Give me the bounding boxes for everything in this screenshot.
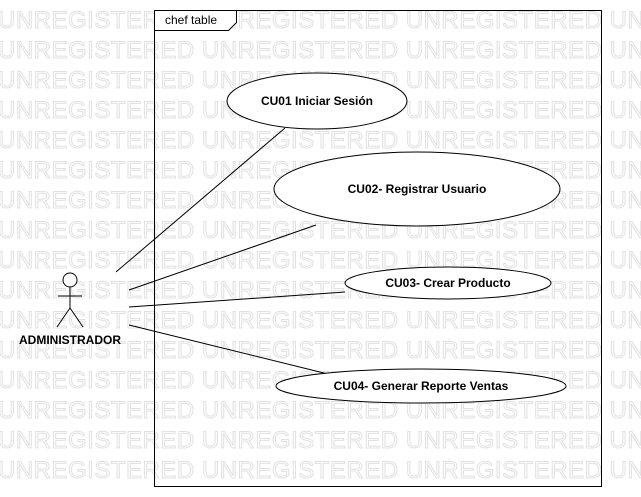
watermark-row: UNREGISTERED UNREGISTERED UNREGISTERED U… <box>0 457 641 484</box>
actor-head <box>62 272 78 288</box>
watermark-row: UNREGISTERED UNREGISTERED UNREGISTERED U… <box>0 217 641 244</box>
watermark-row: UNREGISTERED UNREGISTERED UNREGISTERED U… <box>0 247 641 274</box>
watermark-row: UNREGISTERED UNREGISTERED UNREGISTERED U… <box>0 307 641 334</box>
use-case-ellipse[interactable] <box>273 151 561 227</box>
watermark-row: UNREGISTERED UNREGISTERED UNREGISTERED U… <box>0 127 641 154</box>
actor-administrador[interactable]: ADMINISTRADOR <box>19 272 121 347</box>
use-case-ellipse[interactable] <box>275 368 567 404</box>
use-case-label: CU03- Crear Producto <box>385 276 510 290</box>
use-case-cu04[interactable]: CU04- Generar Reporte Ventas <box>275 368 567 404</box>
actor-name: ADMINISTRADOR <box>19 333 121 347</box>
association-cu04[interactable] <box>128 324 333 376</box>
actor-right-leg <box>69 307 84 328</box>
association-cu03[interactable] <box>128 291 346 308</box>
use-case-cu01[interactable]: CU01 Iniciar Sesión <box>226 72 408 130</box>
use-case-label: CU04- Generar Reporte Ventas <box>334 379 509 393</box>
system-boundary[interactable] <box>154 10 602 487</box>
use-case-ellipse[interactable] <box>226 72 408 130</box>
use-case-ellipse[interactable] <box>344 266 552 300</box>
watermark-row: UNREGISTERED UNREGISTERED UNREGISTERED U… <box>0 37 641 64</box>
watermark-row: UNREGISTERED UNREGISTERED UNREGISTERED U… <box>0 397 641 424</box>
use-case-cu03[interactable]: CU03- Crear Producto <box>344 266 552 300</box>
watermark-row: UNREGISTERED UNREGISTERED UNREGISTERED U… <box>0 7 641 34</box>
watermark-row: UNREGISTERED UNREGISTERED UNREGISTERED U… <box>0 337 641 364</box>
use-case-label: CU02- Registrar Usuario <box>348 182 487 196</box>
system-name-tab <box>154 10 237 31</box>
actor-left-leg <box>56 307 71 328</box>
association-cu01[interactable] <box>115 127 286 273</box>
system-name: chef table <box>165 13 217 27</box>
use-case-cu02[interactable]: CU02- Registrar Usuario <box>273 151 561 227</box>
use-case-label: CU01 Iniciar Sesión <box>261 94 373 108</box>
association-cu02[interactable] <box>128 224 317 291</box>
watermark-row: UNREGISTERED UNREGISTERED UNREGISTERED U… <box>0 427 641 454</box>
